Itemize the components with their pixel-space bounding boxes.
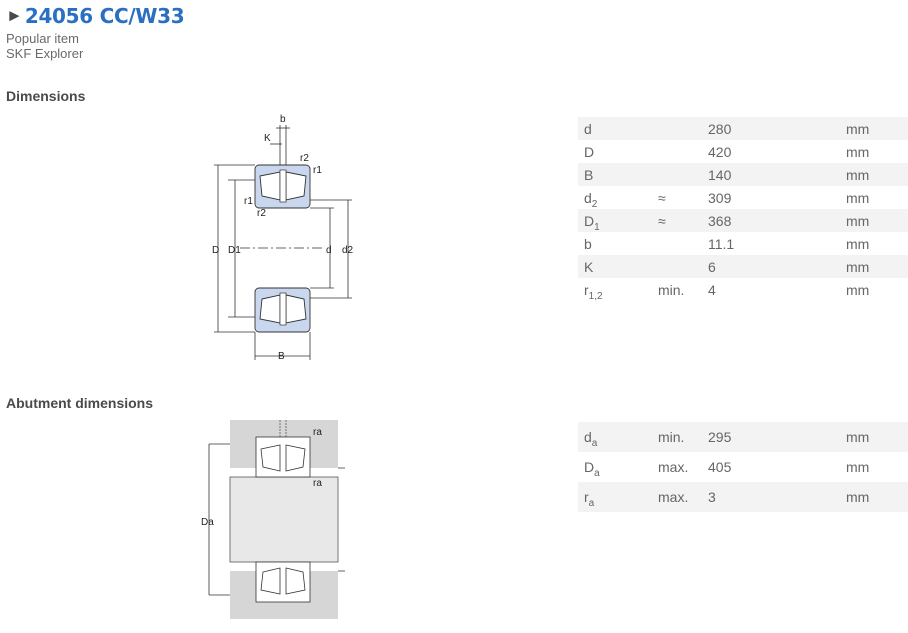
dimension-symbol: B bbox=[578, 163, 658, 186]
bearing-dimensions-diagram: b K r2 r1 r1 r2 D D1 d d2 B bbox=[212, 114, 354, 362]
dimension-unit: mm bbox=[846, 117, 908, 140]
label-d2: d2 bbox=[342, 245, 354, 256]
dimension-qual: min. bbox=[658, 281, 685, 298]
dimension-unit: mm bbox=[846, 163, 908, 186]
symbol-letter: d bbox=[584, 189, 592, 206]
symbol-letter: b bbox=[584, 235, 592, 252]
symbol-letter: d bbox=[584, 120, 592, 137]
dimension-unit: mm bbox=[846, 281, 870, 298]
symbol-subscript: a bbox=[591, 437, 598, 449]
dimension-symbol: b bbox=[578, 232, 658, 255]
dimension-symbol: D1 bbox=[578, 209, 658, 232]
dimension-qual: ≈ bbox=[658, 189, 666, 206]
dimension-qual bbox=[658, 140, 708, 163]
label-Da: Da bbox=[201, 517, 214, 528]
label-K: K bbox=[264, 133, 271, 144]
product-title: 24056 CC/W33 bbox=[24, 4, 185, 28]
skf-explorer-label: SKF Explorer bbox=[6, 46, 84, 61]
symbol-letter: d bbox=[584, 429, 592, 445]
abutment-symbol: da bbox=[578, 422, 658, 452]
dimension-symbol: D bbox=[578, 140, 658, 163]
label-D1: D1 bbox=[228, 245, 241, 256]
label-B: B bbox=[278, 351, 285, 362]
symbol-letter: D bbox=[584, 212, 595, 229]
label-D: D bbox=[212, 245, 219, 256]
dimension-value: 368 bbox=[708, 209, 846, 232]
label-d: d bbox=[326, 245, 332, 256]
label-ra-mid: ra bbox=[313, 478, 322, 489]
dimension-value: 140 bbox=[708, 163, 846, 186]
dimension-qual bbox=[658, 117, 708, 140]
abutment-value: 405 bbox=[708, 459, 732, 475]
dimension-symbol: d bbox=[578, 117, 658, 140]
abutment-unit: mm bbox=[846, 482, 908, 512]
label-r2-left: r2 bbox=[257, 208, 266, 219]
symbol-letter: K bbox=[584, 258, 594, 275]
dimension-unit: mm bbox=[846, 189, 870, 206]
symbol-letter: B bbox=[584, 166, 594, 183]
dimension-row: D 420 mm bbox=[578, 140, 908, 163]
dimension-value: 4 bbox=[708, 281, 716, 298]
label-r1-top: r1 bbox=[313, 165, 322, 176]
symbol-subscript: 2 bbox=[591, 198, 598, 210]
symbol-subscript: a bbox=[588, 497, 595, 509]
symbol-subscript: 1,2 bbox=[588, 290, 603, 302]
dimension-value: 420 bbox=[708, 143, 732, 160]
symbol-letter: r bbox=[584, 489, 589, 505]
abutment-qual: max. bbox=[658, 459, 689, 475]
dimension-value: 280 bbox=[708, 117, 846, 140]
dimension-qual bbox=[658, 255, 708, 278]
dimension-row: b 11.1 mm bbox=[578, 232, 908, 255]
abutment-qual: max. bbox=[658, 482, 708, 512]
label-r2-top: r2 bbox=[300, 153, 309, 164]
product-title-row: ► 24056 CC/W33 bbox=[6, 4, 185, 28]
label-r1-left: r1 bbox=[244, 196, 253, 207]
abutment-symbol: ra bbox=[578, 482, 658, 512]
abutment-dimensions-heading: Abutment dimensions bbox=[6, 395, 154, 411]
dimension-qual: ≈ bbox=[658, 209, 708, 232]
symbol-subscript: a bbox=[594, 467, 600, 479]
symbol-letter: D bbox=[584, 459, 595, 475]
dimension-qual bbox=[658, 232, 708, 255]
abutment-value: 295 bbox=[708, 422, 846, 452]
symbol-subscript: 1 bbox=[594, 221, 600, 233]
abutment-dimensions-diagram: ra ra Da da bbox=[201, 420, 345, 619]
dimension-value: 309 bbox=[708, 189, 732, 206]
dimension-unit: mm bbox=[846, 255, 908, 278]
label-b: b bbox=[280, 114, 286, 125]
dimensions-heading: Dimensions bbox=[6, 88, 86, 104]
popular-item-label: Popular item bbox=[6, 31, 79, 46]
abutment-unit: mm bbox=[846, 459, 870, 475]
label-ra-top: ra bbox=[313, 427, 322, 438]
abutment-unit: mm bbox=[846, 422, 908, 452]
dimension-symbol: K bbox=[578, 255, 658, 278]
dimension-unit: mm bbox=[846, 235, 870, 252]
dimension-symbol: r1,2 bbox=[578, 278, 658, 301]
dimension-qual bbox=[658, 163, 708, 186]
dimension-unit: mm bbox=[846, 209, 908, 232]
abutment-qual: min. bbox=[658, 422, 708, 452]
abutment-symbol: Da bbox=[578, 452, 658, 482]
dimension-value: 6 bbox=[708, 255, 846, 278]
dimension-value: 11.1 bbox=[708, 235, 735, 252]
symbol-letter: D bbox=[584, 143, 595, 160]
dimension-unit: mm bbox=[846, 143, 870, 160]
symbol-letter: r bbox=[584, 281, 589, 298]
abutment-value: 3 bbox=[708, 482, 846, 512]
title-arrow-icon: ► bbox=[6, 6, 23, 25]
dimension-symbol: d2 bbox=[578, 186, 658, 209]
